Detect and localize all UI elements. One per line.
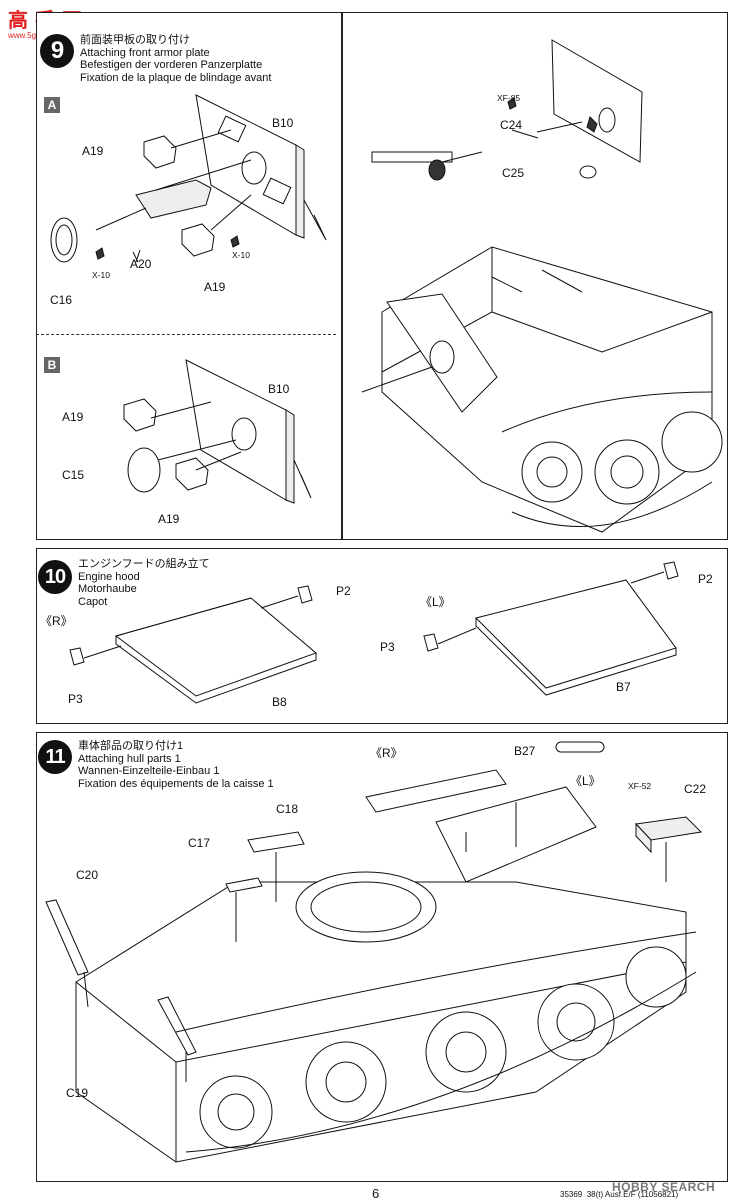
- label-a19-b-top: A19: [62, 410, 84, 424]
- step10-drawing: [69, 561, 679, 704]
- label-c19: C19: [66, 1086, 89, 1100]
- part-a20-shape: [135, 179, 212, 219]
- label-xf85: XF-85: [497, 93, 521, 103]
- label-b27: B27: [514, 744, 536, 758]
- step10-title-de: Motorhaube: [78, 583, 137, 595]
- label-xf52: XF-52: [628, 781, 652, 791]
- label-p2-left: P2: [336, 584, 351, 598]
- step11-number: 11: [38, 740, 72, 774]
- side-r-step10: 《R》: [40, 614, 73, 628]
- armor-plate-detail: [551, 39, 643, 163]
- label-c25: C25: [502, 166, 525, 180]
- step11-title-en: Attaching hull parts 1: [78, 752, 181, 765]
- hood-b8: [114, 597, 317, 697]
- side-r-step11: 《R》: [370, 746, 403, 760]
- fender-r: [365, 769, 507, 813]
- part-a19-b-top-shape: [123, 398, 157, 432]
- step10-title-en: Engine hood: [78, 570, 140, 583]
- part-c15-shape: [127, 447, 161, 493]
- label-a19-a-bottom: A19: [204, 280, 226, 294]
- variant-b-badge: B: [44, 357, 60, 373]
- step10-title-fr: Capot: [78, 595, 108, 608]
- step11-title-fr: Fixation des équipements de la caisse 1: [78, 777, 274, 790]
- step9-title-jp: 前面装甲板の取り付け: [80, 34, 190, 46]
- label-c20: C20: [76, 868, 99, 882]
- step11-title-de: Wannen-Einzelteile-Einbau 1: [78, 765, 220, 777]
- step9-hull-drawing: [361, 39, 723, 533]
- part-c19-shape: [157, 996, 197, 1056]
- step11-drawing: [45, 741, 703, 1163]
- label-c18: C18: [276, 802, 299, 816]
- part-c17-shape: [225, 877, 263, 893]
- part-p3-left: [69, 647, 85, 666]
- label-b10-a: B10: [272, 116, 294, 130]
- part-p2-right: [663, 561, 679, 580]
- step9-divider: [341, 12, 343, 540]
- step9-title-fr: Fixation de la plaque de blindage avant: [80, 71, 272, 84]
- part-a19-bottom-shape: [181, 223, 215, 257]
- part-b27-shape: [555, 741, 605, 753]
- part-a19-top-shape: [143, 135, 177, 169]
- hood-b7: [475, 579, 677, 689]
- hobby-search-watermark: HOBBY SEARCH: [612, 1180, 716, 1194]
- label-c22: C22: [684, 782, 707, 796]
- step11-title-jp: 車体部品の取り付け1: [78, 740, 184, 752]
- label-c16: C16: [50, 293, 73, 307]
- step9-dashed-separator: [36, 334, 336, 335]
- label-a19-b-bottom: A19: [158, 512, 180, 526]
- label-a20: A20: [130, 257, 152, 271]
- part-c20-shape: [45, 899, 89, 976]
- label-c17: C17: [188, 836, 211, 850]
- step10-number: 10: [38, 560, 72, 594]
- part-c18-shape: [247, 831, 305, 853]
- label-x10-left: X-10: [92, 270, 110, 280]
- label-p3-right: P3: [380, 640, 395, 654]
- step9-number: 9: [40, 34, 74, 68]
- part-a19-b-bottom-shape: [175, 457, 209, 491]
- catalog-number: 35369 38(t) Ausf.E/F (11056821): [560, 1190, 679, 1199]
- side-l-step11: 《L》: [570, 774, 601, 788]
- variant-a-drawing: [50, 94, 327, 263]
- step9-titles: 前面装甲板の取り付け Attaching front armor plate B…: [80, 34, 271, 84]
- step9-title-en: Attaching front armor plate: [80, 46, 210, 59]
- label-b7: B7: [616, 680, 631, 694]
- label-p2-right: P2: [698, 572, 713, 586]
- step9-title-de: Befestigen der vorderen Panzerplatte: [80, 59, 263, 71]
- label-b10-b: B10: [268, 382, 290, 396]
- step10-title-jp: エンジンフードの組み立て: [78, 558, 210, 570]
- label-p3-left: P3: [68, 692, 83, 706]
- part-p2-left: [297, 585, 313, 604]
- label-x10-right: X-10: [232, 250, 250, 260]
- variant-a-badge: A: [44, 97, 60, 113]
- label-a19-a-top: A19: [82, 144, 104, 158]
- label-c15: C15: [62, 468, 85, 482]
- step10-titles: エンジンフードの組み立て Engine hood Motorhaube Capo…: [78, 558, 210, 608]
- part-p3-right: [423, 633, 439, 652]
- step11-titles: 車体部品の取り付け1 Attaching hull parts 1 Wannen…: [78, 740, 274, 790]
- variant-b-drawing: [123, 359, 312, 504]
- page-number: 6: [372, 1186, 380, 1201]
- step11-wheel-5: [625, 946, 687, 1008]
- label-c24: C24: [500, 118, 523, 132]
- road-wheel-2: [661, 411, 723, 473]
- label-b8: B8: [272, 695, 287, 709]
- side-l-step10: 《L》: [420, 595, 451, 609]
